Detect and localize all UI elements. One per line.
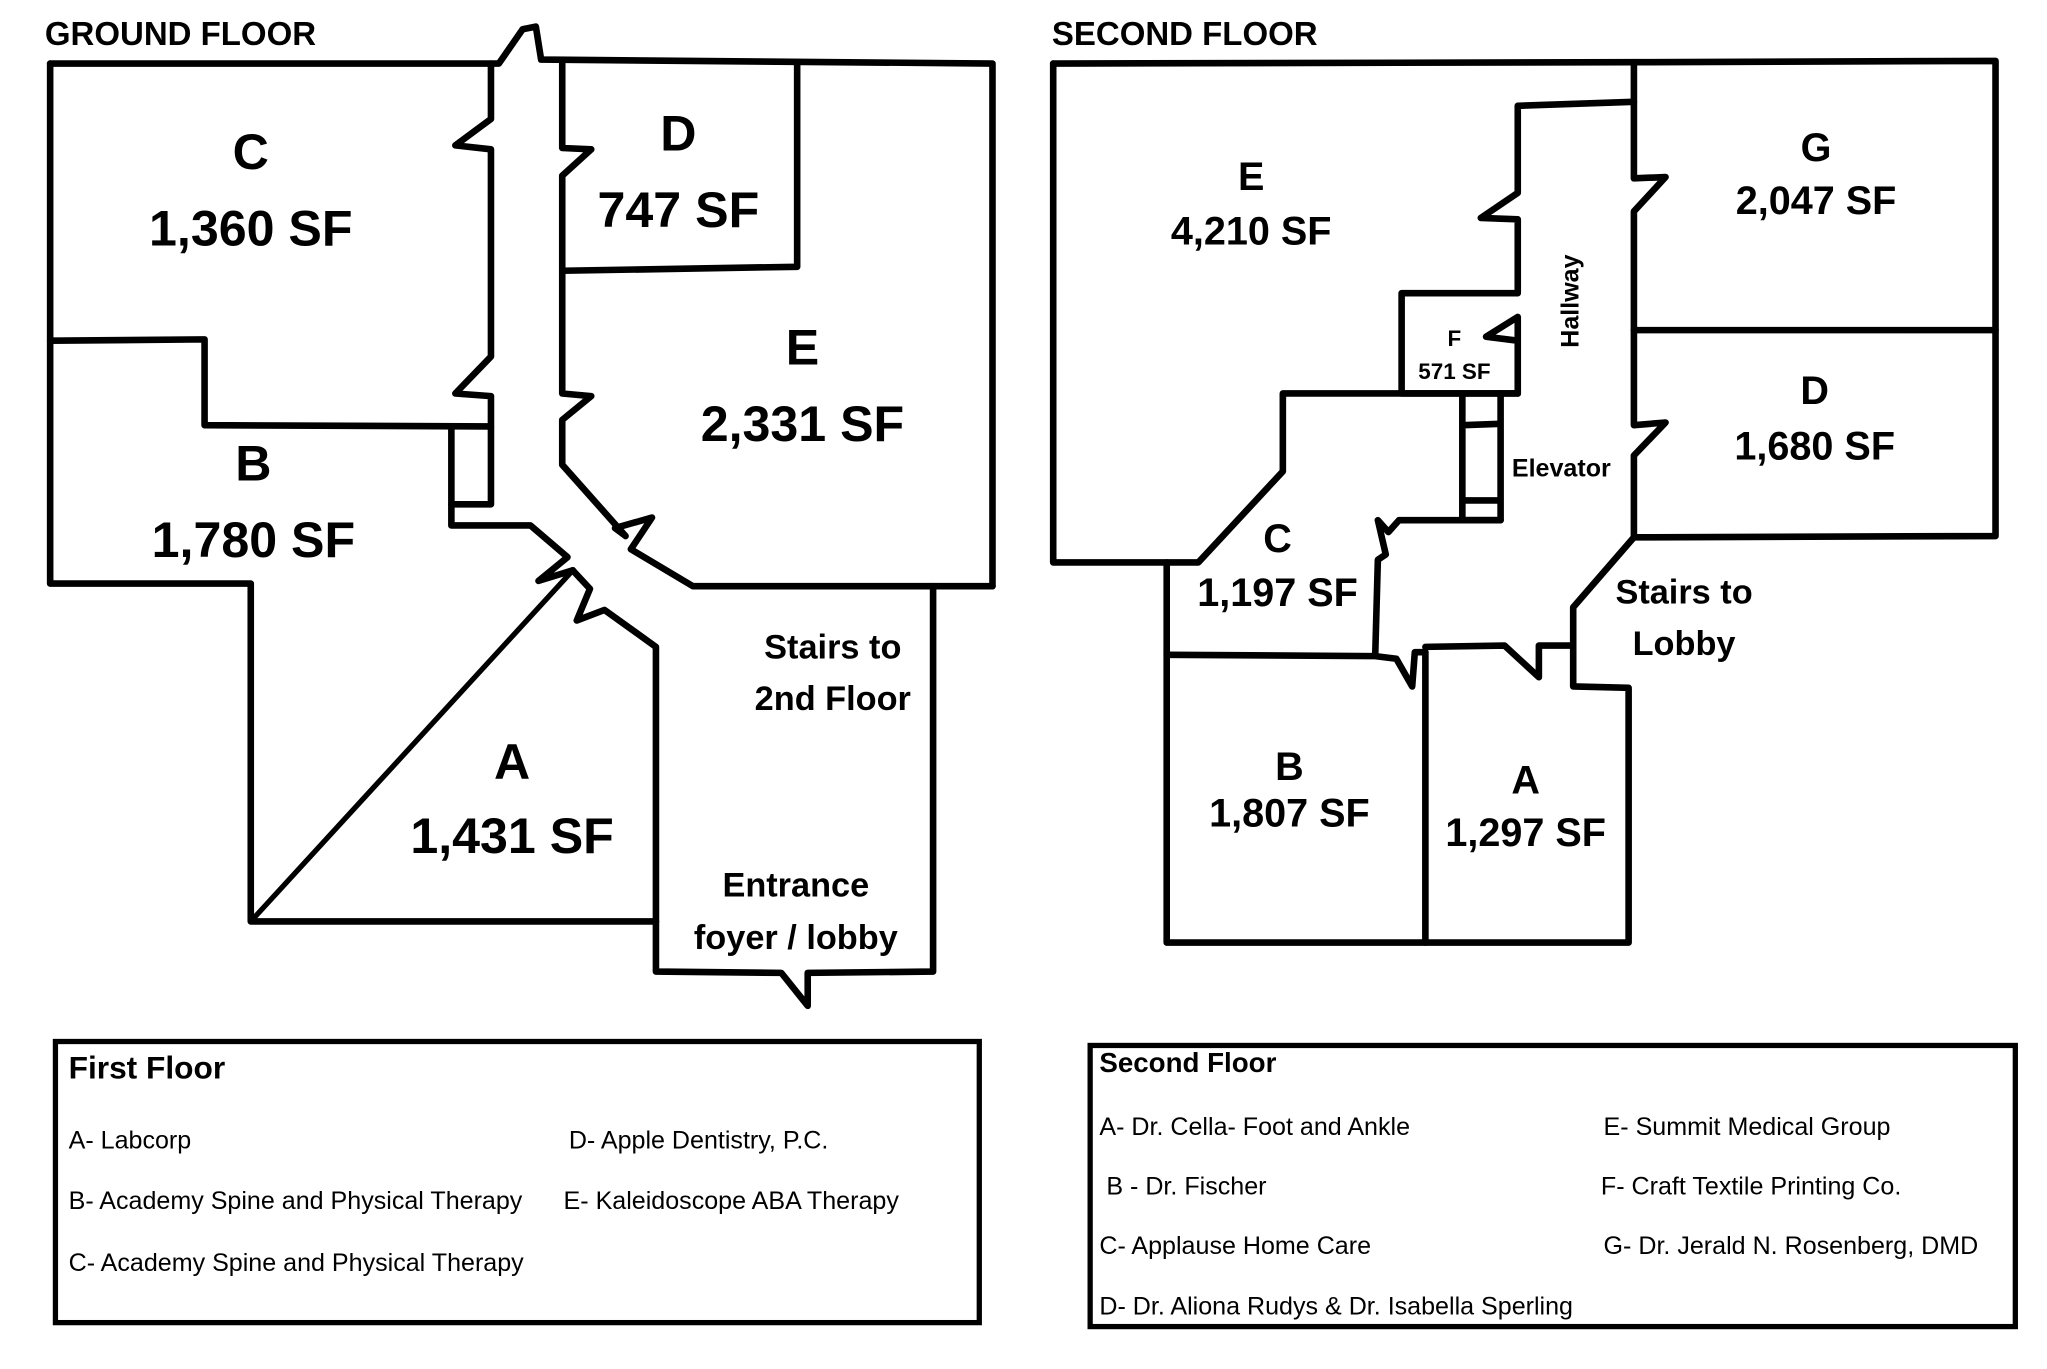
ground-room-d-e-wall [558, 60, 996, 590]
ground-corridor-lower-left [448, 501, 577, 585]
ground-a-b-diagonal [248, 567, 576, 925]
ground-closet [448, 423, 495, 508]
second-hallway-label: Hallway [1556, 254, 1584, 347]
ground-room-a-area: 1,431 SF [410, 808, 613, 864]
second-room-d-area: 1,680 SF [1734, 424, 1895, 468]
legend-first-floor-title: First Floor [69, 1049, 226, 1085]
second-stairs-label-line1: Stairs to [1615, 573, 1752, 611]
ground-room-c-letter: C [233, 124, 269, 180]
ground-entrance-label-line1: Entrance [722, 866, 869, 904]
ground-stairs-label-line2: 2nd Floor [755, 680, 911, 718]
legend-second-item-f: F- Craft Textile Printing Co. [1601, 1173, 1901, 1201]
legend-first-floor-box [52, 1038, 982, 1326]
ground-room-a-letter: A [494, 734, 530, 790]
second-floor-title: SECOND FLOOR [1052, 15, 1318, 52]
second-c-b-divider [1163, 648, 1429, 690]
second-room-a-area: 1,297 SF [1445, 811, 1606, 855]
legend-first-item-d: D- Apple Dentistry, P.C. [569, 1126, 829, 1154]
legend-second-item-g: G- Dr. Jerald N. Rosenberg, DMD [1604, 1232, 1979, 1260]
ground-room-d-area: 747 SF [598, 182, 760, 238]
legend-second-item-d: D- Dr. Aliona Rudys & Dr. Isabella Sperl… [1099, 1293, 1573, 1321]
second-floor-plan: SECOND FLOOR E 4,210 SF G 2,047 SF D 1,6… [1049, 15, 1999, 946]
second-room-b-area: 1,807 SF [1209, 791, 1370, 835]
second-room-f-area: 571 SF [1418, 359, 1490, 384]
legend-second-floor-title: Second Floor [1099, 1047, 1276, 1078]
ground-floor-plan: GROUND FLOOR C 1,360 SF D 747 SF E 2,331… [45, 15, 996, 1010]
second-elevator-label: Elevator [1512, 455, 1611, 483]
legend-first-item-b: B- Academy Spine and Physical Therapy [69, 1187, 523, 1215]
second-outer-wall [1049, 57, 1999, 541]
ground-room-b-area: 1,780 SF [152, 512, 355, 568]
ground-left-wall [46, 60, 660, 925]
second-room-b-letter: B [1275, 745, 1304, 789]
legend-first-floor: First Floor A- Labcorp B- Academy Spine … [52, 1038, 982, 1326]
second-room-a-letter: A [1511, 758, 1540, 802]
ground-room-d-letter: D [660, 106, 696, 162]
second-elevator [1459, 390, 1504, 524]
ground-room-c-area: 1,360 SF [149, 201, 352, 257]
legend-second-item-a: A- Dr. Cella- Foot and Ankle [1099, 1113, 1410, 1141]
ground-room-b-letter: B [235, 436, 271, 492]
ground-outer-wall [46, 23, 996, 590]
second-stairs-label-line2: Lobby [1633, 625, 1736, 663]
second-room-e-area: 4,210 SF [1171, 209, 1332, 253]
ground-floor-title: GROUND FLOOR [45, 15, 316, 52]
second-room-e-letter: E [1238, 155, 1264, 199]
second-room-f-letter: F [1448, 326, 1462, 351]
legend-second-item-c: C- Applause Home Care [1099, 1232, 1371, 1260]
ground-room-c-wall [452, 60, 495, 429]
second-room-b-wall [1163, 648, 1429, 946]
ground-room-e-area: 2,331 SF [701, 396, 904, 452]
second-stairs-wall [1569, 534, 1638, 649]
ground-stairs-label-line1: Stairs to [764, 629, 901, 667]
legend-second-item-b: B - Dr. Fischer [1099, 1173, 1266, 1201]
second-room-d-letter: D [1800, 369, 1829, 413]
legend-first-item-c: C- Academy Spine and Physical Therapy [69, 1249, 525, 1277]
second-hallway-left-wall [1398, 98, 1638, 397]
second-room-e-wall [1049, 60, 1170, 659]
ground-room-e-letter: E [786, 319, 819, 375]
second-room-c-area: 1,197 SF [1197, 571, 1358, 615]
second-room-c-right-wall [1371, 516, 1504, 659]
ground-c-b-divider [46, 336, 495, 430]
ground-entrance-label-line2: foyer / lobby [694, 919, 898, 957]
legend-second-floor: Second Floor A- Dr. Cella- Foot and Ankl… [1087, 1042, 2018, 1330]
second-room-g-area: 2,047 SF [1736, 179, 1897, 223]
legend-first-item-e: E- Kaleidoscope ABA Therapy [564, 1187, 900, 1215]
legend-first-item-a: A- Labcorp [69, 1126, 192, 1154]
second-room-c-wall [1163, 390, 1522, 566]
second-room-c-letter: C [1263, 517, 1292, 561]
second-hallway-right-wall [1630, 58, 1669, 541]
legend-second-item-e: E- Summit Medical Group [1604, 1113, 1891, 1141]
second-room-g-letter: G [1801, 126, 1832, 170]
ground-room-d-wall [558, 60, 801, 275]
legend-second-floor-box [1087, 1042, 2018, 1330]
ground-corridor-lower-right [569, 567, 660, 925]
ground-lobby-wall [652, 582, 937, 1010]
